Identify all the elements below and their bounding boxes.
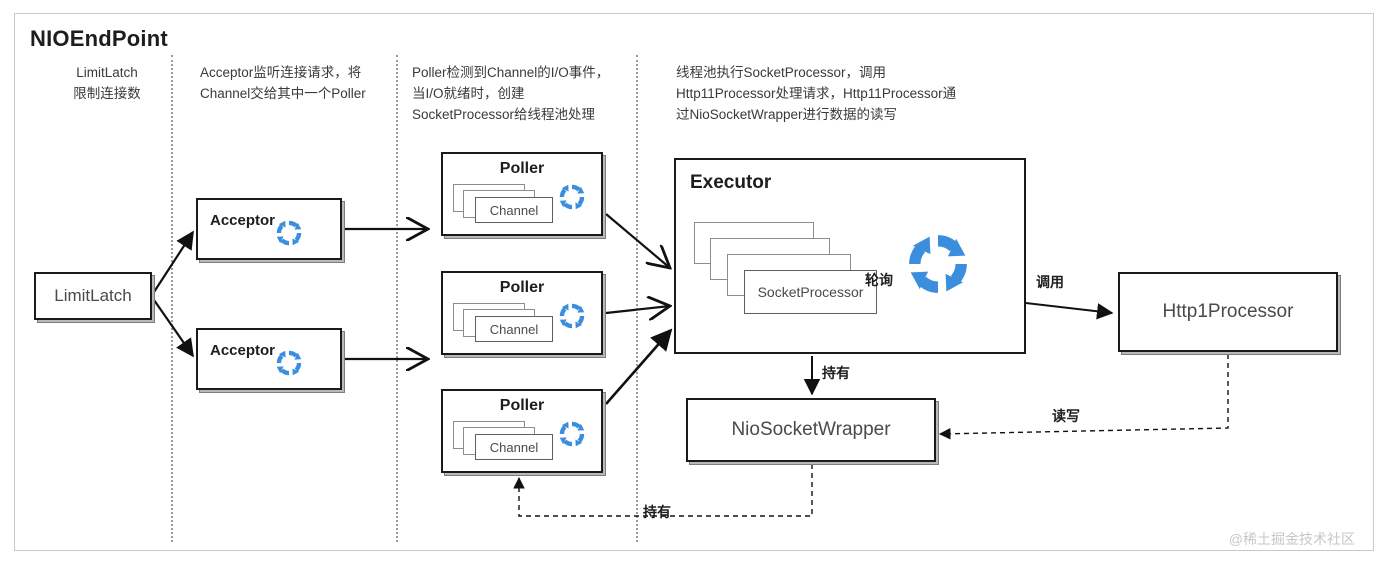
node-poller-2-title: Poller [499,279,545,296]
edge-label-poll: 轮询 [865,272,893,288]
socketprocessor-card-stack: SocketProcessor [694,222,894,314]
node-acceptor-2[interactable]: Acceptor [196,328,342,390]
channel-card-stack: Channel [453,421,553,467]
node-http1processor[interactable]: Http1Processor [1118,272,1338,352]
loop-icon [559,421,585,447]
loop-icon [559,184,585,210]
note-poller: Poller检测到Channel的I/O事件， 当I/O就绪时，创建 Socke… [412,65,610,122]
watermark: @稀土掘金技术社区 [1228,531,1355,547]
edge-label-invoke: 调用 [1036,274,1064,290]
node-poller-1-title: Poller [499,160,545,177]
socketprocessor-card-front[interactable]: SocketProcessor [744,270,877,314]
channel-card-stack: Channel [453,184,553,230]
node-acceptor-1-title: Acceptor [210,212,276,229]
node-limit-latch[interactable]: LimitLatch [34,272,152,320]
channel-card-front[interactable]: Channel [475,434,553,460]
column-separator-1 [171,55,173,542]
note-limitlatch: LimitLatch 限制连接数 [73,65,141,101]
note-executor: 线程池执行SocketProcessor，调用 Http11Processor处… [676,65,957,122]
loop-icon [276,220,302,246]
channel-card-front[interactable]: Channel [475,197,553,223]
node-niosocketwrapper[interactable]: NioSocketWrapper [686,398,936,462]
node-niosocketwrapper-label: NioSocketWrapper [731,419,891,440]
node-poller-2[interactable]: Poller Channel [441,271,603,355]
node-poller-3[interactable]: Poller Channel [441,389,603,473]
node-limit-latch-label: LimitLatch [54,286,132,305]
edge-label-hold-poller: 持有 [643,504,671,520]
page-title: NIOEndPoint [30,26,168,51]
node-poller-1[interactable]: Poller Channel [441,152,603,236]
node-executor-title: Executor [690,172,772,193]
loop-icon [559,303,585,329]
column-separator-3 [636,55,638,542]
note-acceptor: Acceptor监听连接请求，将 Channel交给其中一个Poller [200,65,366,101]
node-http1processor-label: Http1Processor [1162,301,1294,322]
node-acceptor-2-title: Acceptor [210,342,276,359]
node-acceptor-1[interactable]: Acceptor [196,198,342,260]
node-executor[interactable]: Executor SocketProcessor [674,158,1026,354]
edge-label-hold-executor: 持有 [822,365,850,381]
channel-card-stack: Channel [453,303,553,349]
column-separator-2 [396,55,398,542]
loop-icon [909,235,967,293]
node-poller-3-title: Poller [499,397,545,414]
loop-icon [276,350,302,376]
edge-label-read-write: 读写 [1052,408,1080,424]
channel-card-front[interactable]: Channel [475,316,553,342]
